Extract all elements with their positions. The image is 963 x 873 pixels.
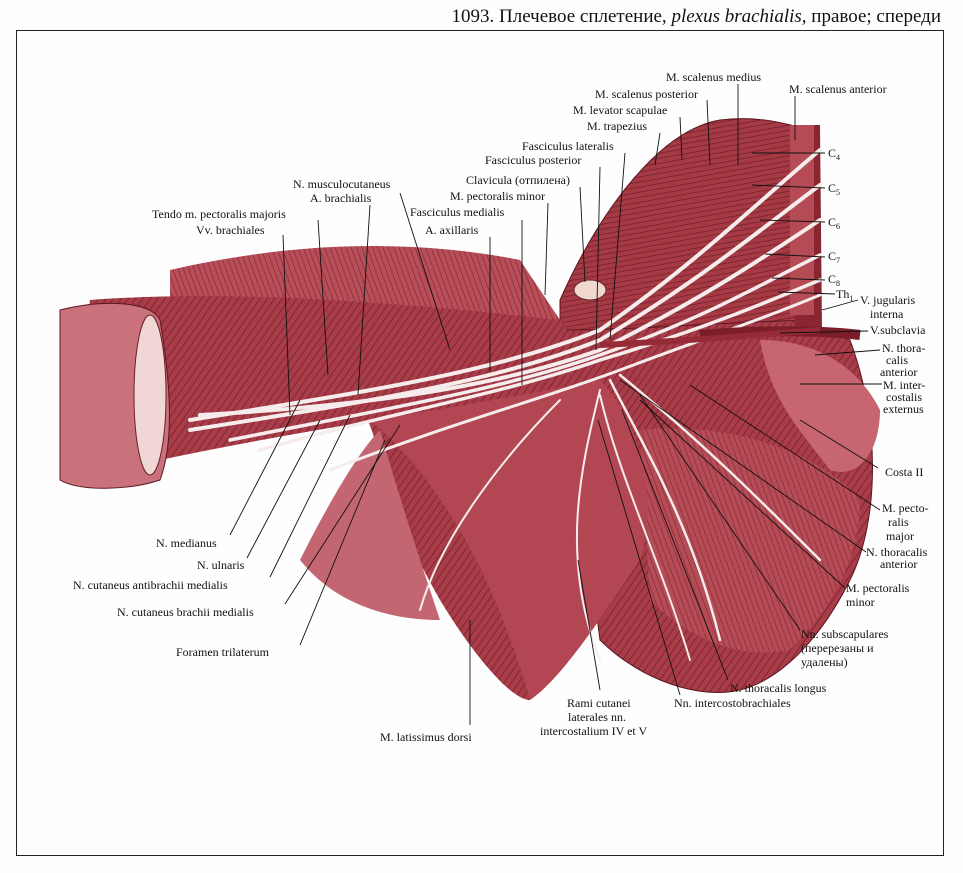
caption-suffix: правое; спереди [811,6,941,27]
label-thoracalis-longus: N. thoracalis longus [730,681,827,695]
neck-muscles [559,118,821,331]
label-c8: C8 [828,272,840,288]
label-jugularis-1: V. jugularis [860,293,915,307]
label-foramen: Foramen trilaterum [176,645,270,659]
label-cut-brachii: N. cutaneus brachii medialis [117,605,254,619]
label-fasciculus-lateralis: Fasciculus lateralis [522,139,614,153]
label-intercostobrachiales: Nn. intercostobrachiales [674,696,791,710]
clavicle-cut [573,279,607,301]
arm-body [70,296,600,480]
label-scalenus-anterior: M. scalenus anterior [789,82,887,96]
figure-caption: 1093. Плечевое сплетение, plexus brachia… [452,6,942,28]
label-rami-1: Rami cutanei [567,696,631,710]
label-th1: Th1 [836,287,853,303]
axilla [360,380,648,700]
subclavian-artery [599,327,821,348]
label-axillaris: A. axillaris [425,223,479,237]
label-latissimus: M. latissimus dorsi [380,730,472,744]
label-pectoralis-minor-1: M. pectoralis [846,581,910,595]
label-medianus: N. medianus [156,536,217,550]
label-c7: C7 [828,249,840,265]
label-thoracalis-anterior-1b: calis [886,353,908,367]
label-pectoralis-major-1: M. pecto- [882,501,929,515]
label-fasciculus-posterior: Fasciculus posterior [485,153,581,167]
label-c4: C4 [828,146,840,162]
foramen-region [300,430,440,620]
leader-lines [229,84,882,725]
label-subclavia: V.subclavia [870,323,926,337]
label-subscapulares-3: удалены) [801,655,848,669]
artwork [59,118,880,700]
label-musculocutaneus: N. musculocutaneus [293,177,391,191]
label-costa-ii: Costa II [885,465,923,479]
caption-title-ru: Плечевое сплетение, [499,6,667,27]
label-levator-scapulae: M. levator scapulae [573,103,667,117]
label-intercostalis-3: externus [883,402,924,416]
label-thoracalis-anterior-2a: N. thoracalis [866,545,928,559]
label-jugularis-2: interna [870,307,904,321]
label-c5: C5 [828,181,840,197]
nerve-plexus [188,148,822,661]
labels: M. scalenus medius M. scalenus anterior … [73,70,929,744]
label-intercostalis-2: costalis [886,390,922,404]
label-rami-3: intercostalium IV et V [540,724,648,738]
label-pectoralis-major-2: ralis [888,515,909,529]
label-brachialis: A. brachialis [310,191,372,205]
label-thoracalis-anterior-2b: anterior [880,557,917,571]
label-clavicula: Clavicula (отпилена) [466,173,570,187]
label-intercostalis-1: M. inter- [883,378,925,392]
label-pectoralis-minor-2: minor [846,595,875,609]
label-thoracalis-anterior-1c: anterior [880,365,917,379]
label-trapezius: M. trapezius [587,119,647,133]
label-c6: C6 [828,215,840,231]
label-thoracalis-anterior-1a: N. thora- [882,341,925,355]
label-ulnaris: N. ulnaris [197,558,245,572]
label-subscapulares-1: Nn. subscapulares [801,627,889,641]
label-pectoralis-major-3: major [886,529,914,543]
intercostal-region [760,340,880,472]
label-cut-antibrachii: N. cutaneus antibrachii medialis [73,578,228,592]
caption-title-latin: plexus brachialis, [671,6,807,27]
label-scalenus-posterior: M. scalenus posterior [595,87,698,101]
label-subscapulares-2: (перерезаны и [801,641,874,655]
caption-number: 1093. [451,6,495,27]
label-scalenus-medius: M. scalenus medius [666,70,761,84]
label-fasciculus-medialis: Fasciculus medialis [410,205,505,219]
label-rami-2: laterales nn. [568,710,626,724]
label-pectoralis-minor-top: M. pectoralis minor [450,189,545,203]
arm-cut-edge [133,314,167,476]
label-tendo-pectoralis: Tendo m. pectoralis majoris [152,207,286,221]
figure-frame [16,30,944,856]
label-vv-brachiales: Vv. brachiales [196,223,265,237]
latissimus-region [370,420,530,700]
